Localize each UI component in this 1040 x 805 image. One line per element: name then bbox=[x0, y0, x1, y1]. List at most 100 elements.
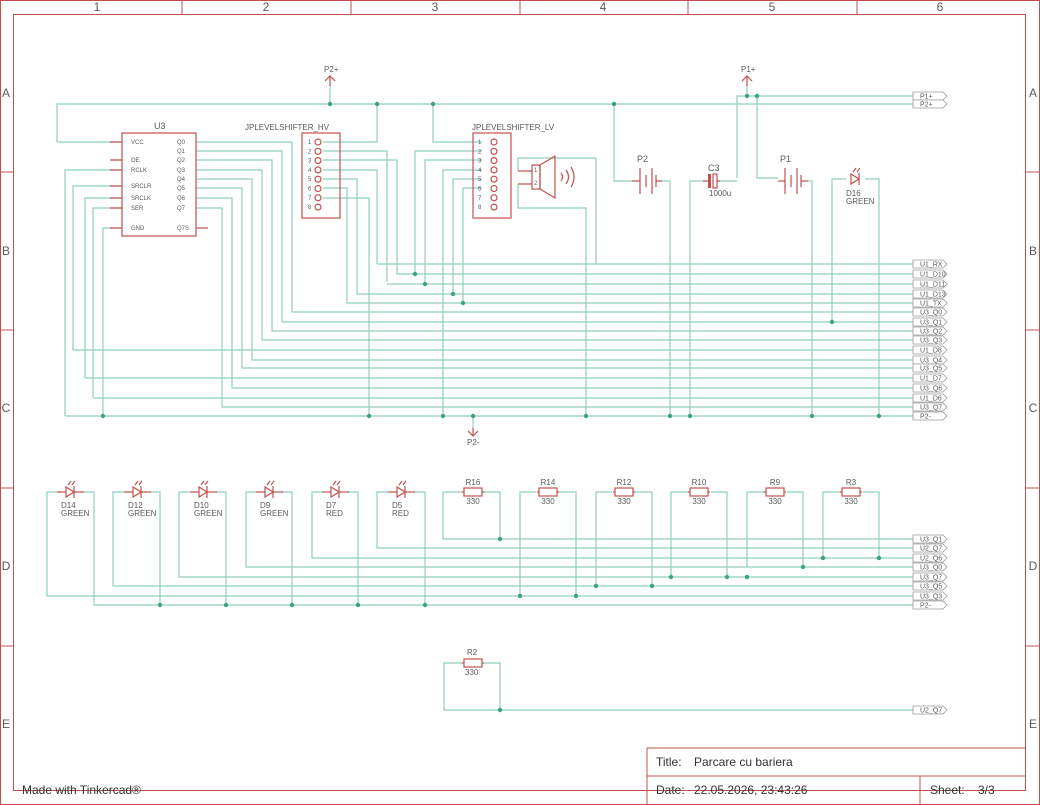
net-label-flag: U1_TX bbox=[912, 298, 948, 308]
shifter-pin-number: 5 bbox=[308, 177, 312, 183]
net-label-flag: U3_Q3 bbox=[912, 335, 948, 345]
net-label-flag: P2- bbox=[912, 411, 948, 421]
net-label-flag: P1+ bbox=[912, 91, 948, 101]
net-label-text: U3_Q6 bbox=[920, 386, 942, 393]
net-labels-top: P1+P2+ bbox=[912, 91, 948, 109]
net-label-text: U3_Q0 bbox=[920, 310, 942, 317]
row-label-right: B bbox=[1029, 244, 1037, 258]
r2-value: 330 bbox=[465, 668, 479, 677]
shifter-pin-pad bbox=[490, 147, 498, 155]
net-label-flag: U1_D6 bbox=[912, 393, 948, 403]
power-symbol-p2-plus: P2+ bbox=[324, 65, 339, 86]
u3-pin-name: SRCLK bbox=[131, 196, 151, 202]
led-row: D14GREEND12GREEND10GREEND9GREEND7REDD5RE… bbox=[57, 480, 415, 518]
net-label-flag: U1_D13 bbox=[912, 289, 948, 299]
u3-pin-name: SER bbox=[131, 206, 144, 212]
row-label-right: D bbox=[1029, 559, 1038, 573]
shifter-pin-pad bbox=[314, 147, 322, 155]
net-label-flag: U3_Q0 bbox=[912, 307, 948, 317]
shifter-pin-number: 8 bbox=[478, 205, 482, 211]
date-label: Date: bbox=[656, 783, 685, 797]
net-label-text: U3_Q1 bbox=[920, 320, 942, 327]
shifter-pin-number: 3 bbox=[478, 159, 482, 165]
resistor-ref: R14 bbox=[541, 478, 556, 487]
hv-shifter-label: JPLEVELSHIFTER_HV bbox=[245, 123, 330, 132]
shifter-pin-number: 6 bbox=[308, 187, 312, 193]
resistor-ref: R12 bbox=[617, 478, 632, 487]
shifter-pin-number: 5 bbox=[478, 177, 482, 183]
resistor-value: 330 bbox=[617, 497, 631, 506]
u3-pin-name: Q3 bbox=[177, 168, 186, 174]
column-dividers bbox=[181, 0, 858, 14]
u3-pin-name: SRCLR bbox=[131, 184, 152, 190]
net-label-text: P2- bbox=[920, 603, 932, 610]
resistor-value: 330 bbox=[844, 497, 858, 506]
shifter-pin-number: 2 bbox=[308, 149, 312, 155]
shifter-pin-number: 8 bbox=[308, 205, 312, 211]
net-label-flag: U3_Q0 bbox=[912, 562, 948, 572]
net-label-flag: U3_Q7 bbox=[912, 402, 948, 412]
net-label-flag: U3_Q7 bbox=[912, 572, 948, 582]
net-label-text: U1_D6 bbox=[920, 396, 942, 403]
speaker-icon: 1 2 bbox=[518, 154, 575, 200]
net-label-text: U1_D13 bbox=[920, 292, 946, 299]
battery-p2: P2 bbox=[632, 154, 662, 194]
shifter-pin-pad bbox=[490, 194, 498, 202]
net-label-flag: U1_D10 bbox=[912, 269, 948, 279]
net-label-text: U3_Q5 bbox=[920, 584, 942, 591]
shifter-pin-pad bbox=[490, 138, 498, 146]
net-label-text: P1+ bbox=[920, 94, 933, 101]
led-color: GREEN bbox=[128, 509, 157, 518]
row-label-left: D bbox=[2, 559, 11, 573]
column-label: 5 bbox=[769, 0, 776, 14]
p2-plus-label: P2+ bbox=[324, 65, 339, 74]
r2-ref: R2 bbox=[467, 648, 478, 657]
shifter-pin-pad bbox=[314, 175, 322, 183]
shifter-pin-pad bbox=[314, 184, 322, 193]
shifter-pin-number: 3 bbox=[308, 159, 312, 165]
net-label-text: U1_D10 bbox=[920, 272, 946, 279]
net-label-flag: U2_Q7 bbox=[912, 705, 948, 715]
p1-plus-label: P1+ bbox=[741, 65, 756, 74]
net-label-text: U2_Q7 bbox=[920, 546, 942, 553]
net-label-text: U3_Q7 bbox=[920, 575, 942, 582]
led-ref: D14 bbox=[61, 501, 76, 510]
led-color: GREEN bbox=[61, 509, 90, 518]
net-label-flag: U1_D8 bbox=[912, 345, 948, 355]
shifter-pin-pad bbox=[314, 194, 322, 202]
net-label-flag: U1_D7 bbox=[912, 373, 948, 383]
shifter-pin-pad bbox=[314, 138, 322, 146]
capacitor-c3: C3 1000u bbox=[703, 163, 731, 198]
led-ref: D12 bbox=[128, 501, 143, 510]
shifter-pin-pad bbox=[490, 184, 498, 193]
date-value: 22.05.2026, 23:43:26 bbox=[694, 783, 808, 797]
led-d16: D16 GREEN bbox=[846, 167, 875, 206]
led-color: RED bbox=[392, 509, 409, 518]
net-label-text: U1_RX bbox=[920, 262, 943, 269]
power-symbol-p1-plus: P1+ bbox=[741, 65, 756, 86]
shifter-pin-number: 4 bbox=[308, 168, 312, 174]
row-label-left: E bbox=[2, 717, 10, 731]
net-label-text: U1_TX bbox=[920, 301, 942, 308]
shifter-pin-number: 6 bbox=[478, 187, 482, 193]
power-symbol-p2-minus: P2- bbox=[467, 428, 480, 447]
net-label-flag: U3_Q6 bbox=[912, 383, 948, 393]
speaker-pin-1: 1 bbox=[534, 168, 538, 174]
net-label-flag: U3_Q5 bbox=[912, 363, 948, 373]
net-label-text: U2_Q6 bbox=[920, 556, 942, 563]
net-label-flag: U1_D11 bbox=[912, 279, 948, 289]
shifter-pin-number: 1 bbox=[478, 140, 482, 146]
column-label: 6 bbox=[937, 0, 944, 14]
